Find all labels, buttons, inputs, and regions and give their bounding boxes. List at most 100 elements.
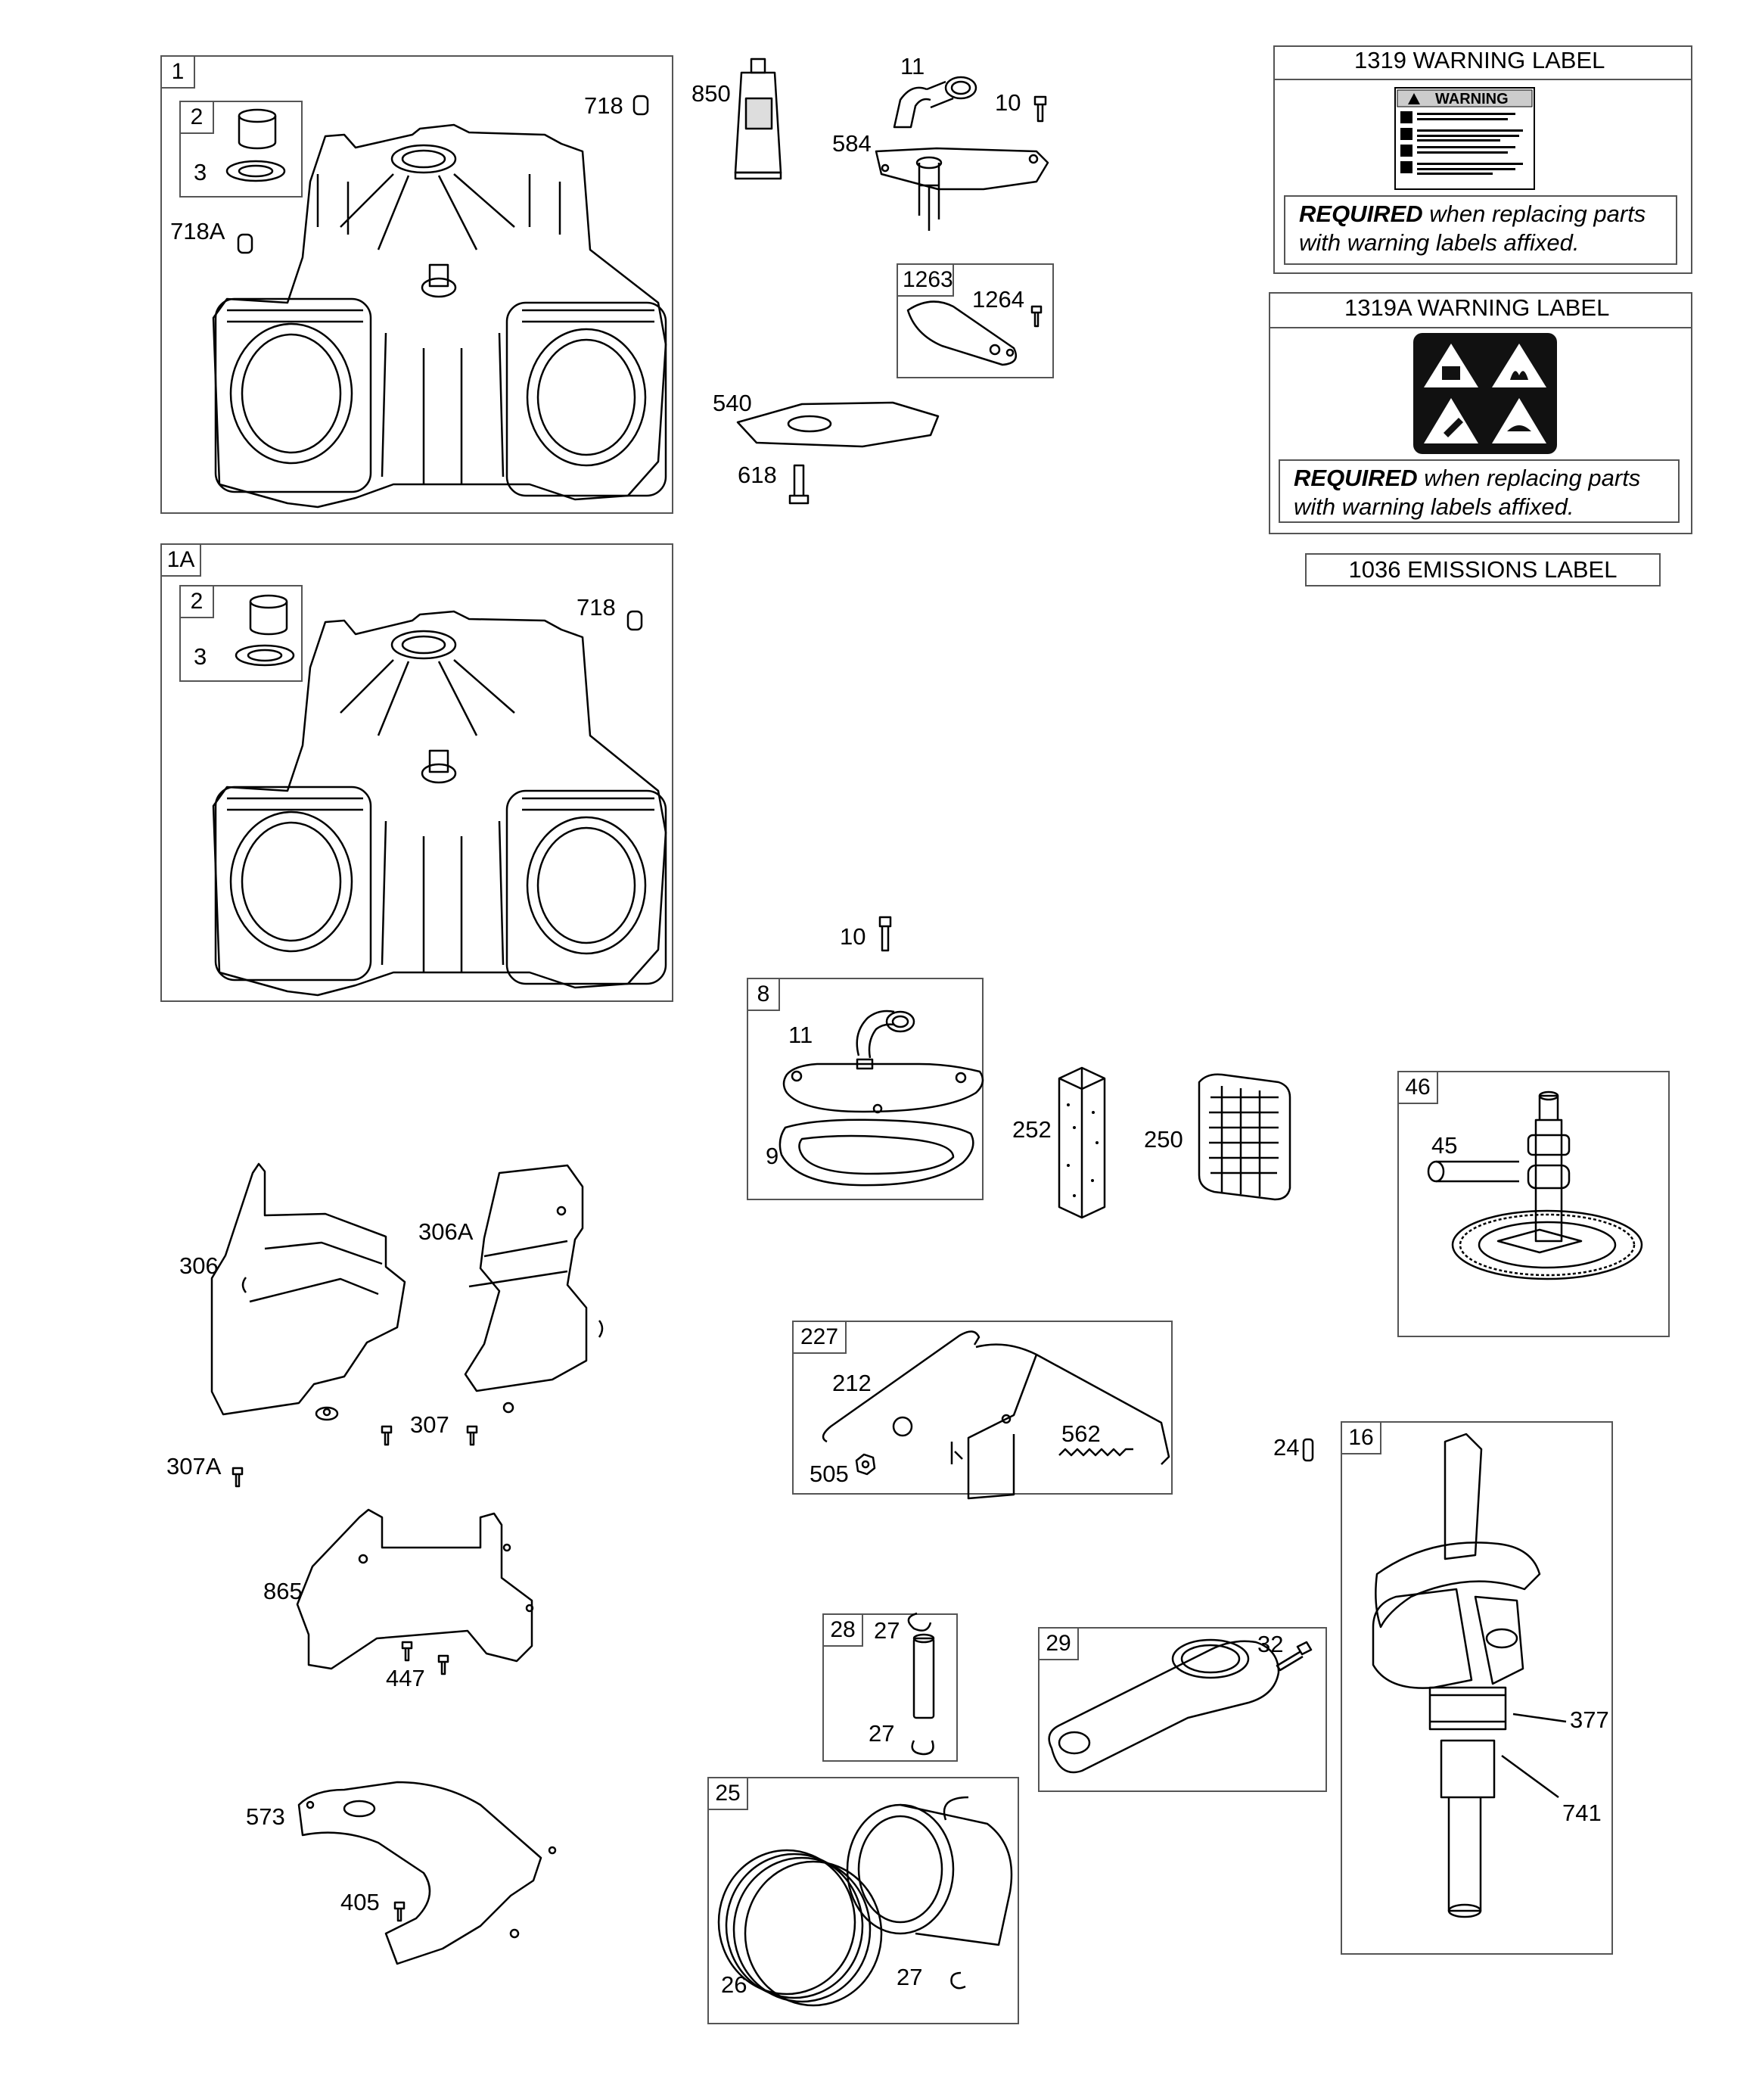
callout-212: 212 <box>832 1370 872 1396</box>
warning-word: WARNING <box>1435 91 1509 107</box>
piston-pin-icon <box>907 1612 935 1756</box>
screen-250-icon <box>1198 1073 1291 1201</box>
kit-2-box-a <box>179 101 303 198</box>
callout-11-b: 11 <box>788 1022 813 1048</box>
callout-618: 618 <box>738 462 777 488</box>
screw-307-b-icon <box>466 1425 478 1446</box>
kit-16-box <box>1341 1421 1613 1955</box>
kit-16-tab: 16 <box>1341 1421 1381 1454</box>
bolt-10-icon <box>1033 95 1047 123</box>
kit-29-tab: 29 <box>1038 1627 1079 1660</box>
piston-rings-icon <box>717 1849 883 2007</box>
spring-562-icon <box>1058 1448 1133 1457</box>
circlip-27-icon <box>950 1971 966 1990</box>
breather-cover-icon <box>782 1062 984 1114</box>
piston-icon <box>846 1796 1013 1946</box>
dowel-718-icon <box>632 95 649 116</box>
dowel-718A-icon <box>237 233 253 254</box>
callout-718A: 718A <box>170 218 225 244</box>
crankcase-b-icon <box>212 610 667 997</box>
bolt-10-b-icon <box>878 916 892 952</box>
kit-29-box <box>1038 1627 1327 1792</box>
shield-306-icon <box>210 1162 406 1421</box>
dowel-24-icon <box>1302 1438 1314 1462</box>
bolt-618-icon <box>788 464 810 505</box>
kit-28-tab: 28 <box>822 1613 863 1647</box>
bolt-32-icon <box>1276 1641 1313 1672</box>
callout-447: 447 <box>386 1665 425 1691</box>
bracket-865-icon <box>296 1508 534 1670</box>
safety-pictogram-icon <box>1413 333 1557 454</box>
callout-24: 24 <box>1273 1434 1300 1461</box>
callout-405: 405 <box>340 1889 380 1915</box>
callout-584: 584 <box>832 130 872 157</box>
camshaft-icon <box>1427 1090 1643 1280</box>
callout-32: 32 <box>1257 1631 1284 1657</box>
callout-865: 865 <box>263 1578 303 1604</box>
screw-307A-icon <box>232 1467 244 1488</box>
reed-valve-icon <box>906 300 1018 366</box>
kit-1263-box <box>897 263 1054 378</box>
callout-10-a: 10 <box>995 89 1021 116</box>
warning-label-1319A-title: 1319A WARNING LABEL <box>1344 294 1610 321</box>
screw-447-icon <box>401 1641 449 1675</box>
nut-505-icon <box>855 1453 876 1476</box>
kit-1-tab: 1 <box>160 55 195 89</box>
callout-307: 307 <box>410 1411 449 1438</box>
kit-46-tab: 46 <box>1397 1071 1438 1104</box>
kit-1-box <box>160 55 673 514</box>
kit-28-box <box>822 1613 958 1762</box>
screw-405-icon <box>393 1901 406 1922</box>
warning-sticker-icon: WARNING <box>1394 87 1535 190</box>
callout-3-a: 3 <box>194 159 207 185</box>
callout-850: 850 <box>691 80 731 107</box>
kit-2-box-b <box>179 585 303 682</box>
kit-8-box <box>747 978 984 1200</box>
seal-3-icon <box>225 160 286 182</box>
callout-718-b: 718 <box>576 594 616 621</box>
gasket-573-icon <box>297 1781 557 1965</box>
callout-27-a: 27 <box>874 1617 900 1644</box>
filter-252-icon <box>1058 1066 1106 1219</box>
kit-2-tab-b: 2 <box>179 585 214 618</box>
callout-250: 250 <box>1144 1126 1183 1153</box>
callout-741: 741 <box>1562 1800 1602 1826</box>
breather-plate-584-icon <box>875 147 1049 231</box>
bushing-2-icon <box>238 108 277 150</box>
kit-1A-box <box>160 543 673 1002</box>
bushing-2-b-icon <box>249 594 288 636</box>
callout-27-c: 27 <box>897 1964 923 1990</box>
kit-25-box <box>707 1777 1019 2024</box>
callout-540: 540 <box>713 390 752 416</box>
callout-306A: 306A <box>418 1218 474 1245</box>
seal-3-b-icon <box>235 644 295 667</box>
callout-573: 573 <box>246 1803 285 1830</box>
kit-2-tab-a: 2 <box>179 101 214 134</box>
callout-3-b: 3 <box>194 643 207 670</box>
kit-227-box <box>792 1321 1173 1495</box>
breather-tube-11-icon <box>893 76 977 129</box>
kit-25-tab: 25 <box>707 1777 748 1810</box>
callout-718-a: 718 <box>584 92 623 119</box>
crankshaft-icon <box>1372 1433 1567 1918</box>
callout-1264: 1264 <box>972 286 1024 313</box>
shield-306A-icon <box>464 1164 604 1414</box>
callout-562: 562 <box>1061 1420 1101 1447</box>
gasket-9-icon <box>778 1118 974 1187</box>
connecting-rod-icon <box>1048 1638 1280 1774</box>
callout-306: 306 <box>179 1252 219 1279</box>
kit-1A-tab: 1A <box>160 543 201 577</box>
kit-227-tab: 227 <box>792 1321 847 1354</box>
callout-10-b: 10 <box>840 923 866 950</box>
warning-label-1319-title: 1319 WARNING LABEL <box>1354 47 1605 73</box>
callout-307A: 307A <box>166 1453 222 1479</box>
breather-tube-11-b-icon <box>856 1010 915 1070</box>
kit-8-tab: 8 <box>747 978 780 1011</box>
screw-307-icon <box>381 1425 393 1446</box>
callout-26: 26 <box>721 1971 747 1998</box>
callout-377: 377 <box>1570 1706 1609 1733</box>
governor-linkage-icon <box>822 1330 1170 1500</box>
